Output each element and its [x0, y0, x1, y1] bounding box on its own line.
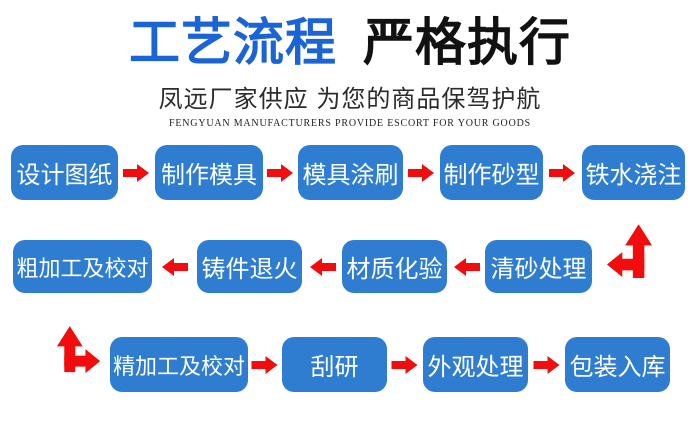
- flow-step: 材质化验: [342, 240, 447, 293]
- page-title-secondary: 严格执行: [363, 14, 572, 71]
- arrow-left-icon: [447, 240, 485, 293]
- flow-row-3: 精加工及校对 刮研 外观处理 包装入库: [110, 337, 670, 392]
- flow-step: 外观处理: [423, 337, 528, 392]
- arrow-right-icon: [528, 337, 565, 392]
- flow-row-1: 设计图纸 制作模具 模具涂刷 制作砂型 铁水浇注: [11, 145, 685, 200]
- header: 工艺流程严格执行 凤远厂家供应 为您的商品保驾护航 FENGYUAN MANUF…: [0, 14, 700, 129]
- flow-step: 粗加工及校对: [13, 240, 152, 293]
- flow-step: 模具涂刷: [298, 145, 403, 200]
- flow-row-2: 粗加工及校对 铸件退火 材质化验 清砂处理: [13, 240, 592, 293]
- flow-step: 设计图纸: [11, 145, 118, 200]
- arrow-turn-up-left-icon: [605, 221, 653, 292]
- arrow-right-icon: [543, 145, 582, 200]
- flow-step: 清砂处理: [485, 240, 592, 293]
- flow-step: 铸件退火: [197, 240, 302, 293]
- flow-step: 包装入库: [565, 337, 670, 392]
- arrow-right-icon: [118, 145, 155, 200]
- page-tagline-en: FENGYUAN MANUFACTURERS PROVIDE ESCORT FO…: [169, 118, 531, 129]
- page-title: 工艺流程严格执行: [0, 14, 700, 72]
- flow-step: 铁水浇注: [582, 145, 685, 200]
- flow-step: 精加工及校对: [110, 337, 248, 392]
- arrow-right-icon: [263, 145, 298, 200]
- flow-step: 制作砂型: [440, 145, 543, 200]
- page-title-primary: 工艺流程: [128, 14, 337, 71]
- flow-step: 刮研: [282, 337, 387, 392]
- arrow-right-icon: [387, 337, 423, 392]
- arrow-left-icon: [302, 240, 342, 293]
- flow-step: 制作模具: [155, 145, 263, 200]
- arrow-turn-up-right-icon: [56, 324, 102, 383]
- arrow-right-icon: [248, 337, 282, 392]
- arrow-right-icon: [403, 145, 440, 200]
- arrow-left-icon: [152, 240, 197, 293]
- page-subtitle: 凤远厂家供应 为您的商品保驾护航: [158, 86, 542, 113]
